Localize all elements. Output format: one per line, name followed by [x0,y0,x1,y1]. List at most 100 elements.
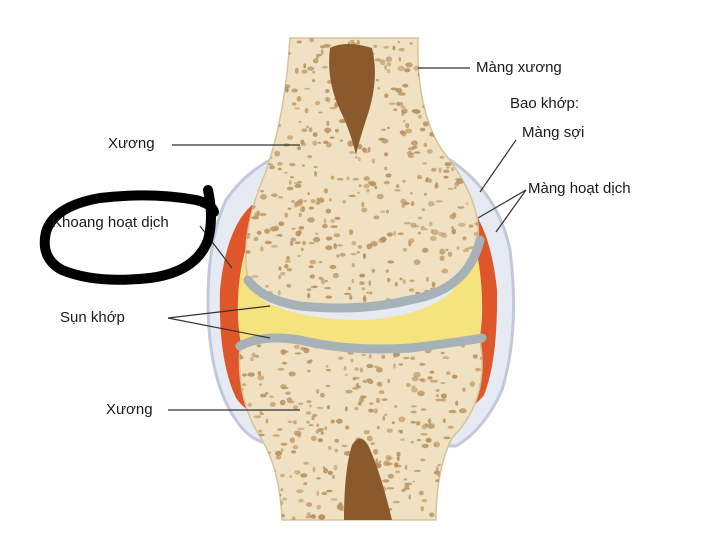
bone-pore [403,487,411,490]
bone-pore [291,199,295,203]
bone-pore [386,277,391,283]
bone-pore [258,505,265,511]
bone-pore [383,460,390,466]
bone-pore [427,423,435,429]
bone-pore [275,450,283,456]
bone-pore [444,137,451,140]
bone-pore [334,438,340,443]
bone-pore [244,490,248,495]
bone-pore [388,102,396,105]
bone-pore [298,226,305,230]
bone-pore [260,393,267,398]
bone-pore [417,114,422,119]
bone-pore [320,45,325,49]
bone-pore [247,468,250,472]
label-synovial-cavity: Khoang hoạt dịch [52,214,169,231]
bone-pore [239,355,244,360]
bone-pore [284,260,291,264]
bone-pore [239,480,243,485]
bone-pore [398,429,402,433]
bone-pore [386,61,392,67]
bone-pore [254,236,258,239]
bone-pore [248,493,253,498]
bone-pore [480,440,483,444]
bone-pore [289,437,295,444]
bone-pore [432,127,438,130]
bone-pore [312,79,316,83]
bone-pore [443,175,449,179]
bone-pore [376,193,384,200]
bone-pore [417,390,425,397]
bone-pore [439,498,443,501]
bone-pore [425,438,432,443]
bone-pore [385,269,390,273]
bone-pore [435,466,439,473]
bone-pore [376,381,381,387]
bone-pore [345,389,353,394]
bone-pore [368,408,374,413]
upper-articular-cartilage [243,235,485,313]
bone-pore [368,280,371,287]
bone-pore [356,39,360,46]
bone-pore [303,63,307,69]
bone-pore [337,356,344,360]
bone-pore [329,264,337,270]
bone-pore [278,274,282,280]
bone-pore [308,424,314,427]
bone-pore [320,392,325,398]
bone-pore [258,433,265,437]
bone-pore [403,478,408,481]
bone-pore [253,415,262,419]
bone-pore [306,512,312,517]
bone-pore [272,434,280,437]
bone-pore [263,509,266,513]
bone-pore [432,53,439,57]
bone-pore [308,241,315,245]
bone-pore [294,67,299,74]
bone-pore [414,151,421,154]
bone-pore [294,470,301,475]
bone-pore [279,72,286,77]
bone-pore [306,360,312,364]
bone-pore [405,482,412,486]
bone-pore [300,473,308,478]
bone-pore [330,225,338,229]
bone-pore [420,408,427,411]
bone-pore [351,278,355,284]
bone-pore [272,84,280,90]
bone-pore [248,468,252,474]
bone-pore [386,210,389,214]
bone-pore [401,131,407,137]
bone-pore [245,119,248,125]
bone-pore [307,369,311,373]
bone-pore [324,279,328,283]
bone-pore [386,428,394,433]
bone-pore [280,442,288,446]
bone-pore [440,393,447,399]
bone-pore [483,480,490,483]
bone-pore [258,429,262,433]
bone-pore [390,87,398,91]
bone-pore [273,89,279,95]
bone-pore [453,186,457,190]
bone-pore [469,39,475,45]
bone-pore [324,97,330,102]
bone-pore [312,466,316,473]
bone-pore [393,108,398,111]
bone-pore [291,88,298,93]
bone-pore [458,222,466,227]
bone-pore [341,444,348,447]
bone-pore [329,136,335,139]
bone-pore [280,448,284,452]
bone-pore [245,250,251,254]
bone-pore [303,461,309,465]
bone-pore [305,411,312,415]
bone-pore [471,510,475,516]
bone-pore [472,354,478,359]
bone-pore [287,135,294,140]
bone-pore [260,474,269,479]
bone-pore [293,420,297,425]
label-fibrous-membrane: Màng sợi [522,124,585,141]
bone-pore [288,371,296,377]
bone-pore [396,101,401,106]
